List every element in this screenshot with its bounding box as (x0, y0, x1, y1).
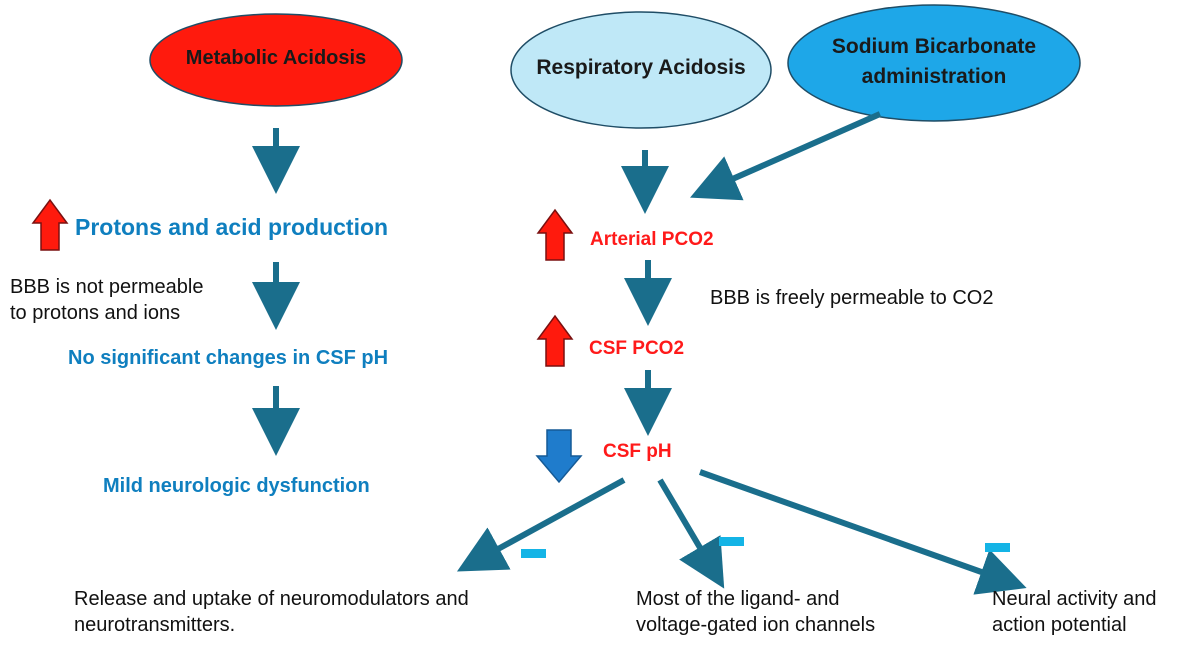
csf-pco2-label: CSF PCO2 (589, 338, 685, 359)
no-changes-csf-ph-label: No significant changes in CSF pH (68, 347, 389, 369)
release-uptake-line1: Release and uptake of neuromodulators an… (74, 588, 469, 610)
minus-icon (985, 543, 1010, 552)
arrow-csf-ph-to-release (456, 477, 626, 572)
sodium-bicarbonate-line1: Sodium Bicarbonate (831, 35, 1037, 58)
mild-dysfunction-label: Mild neurologic dysfunction (103, 475, 370, 497)
increase-arrow-icon (31, 198, 69, 251)
arterial-pco2-label: Arterial PCO2 (590, 229, 714, 250)
ion-channels-label: Most of the ligand- and voltage-gated io… (636, 586, 875, 638)
arrow-bicarbonate-to-arterial (690, 111, 882, 201)
metabolic-acidosis-label: Metabolic Acidosis (185, 47, 367, 69)
neural-activity-line1: Neural activity and (992, 588, 1157, 610)
minus-icon (719, 537, 744, 546)
bbb-not-permeable-line2: to protons and ions (10, 302, 181, 324)
release-uptake-line2: neurotransmitters. (74, 614, 236, 636)
neural-activity-line2: action potential (992, 614, 1127, 636)
arrow-csf-ph-to-ion-channels (657, 478, 725, 589)
sodium-bicarbonate-node (787, 4, 1081, 122)
ion-channels-line2: voltage-gated ion channels (636, 614, 876, 636)
bbb-not-permeable-line1: BBB is not permeable (10, 276, 204, 298)
respiratory-acidosis-node (510, 11, 772, 129)
metabolic-acidosis-node (149, 13, 403, 107)
bbb-not-permeable-label: BBB is not permeable to protons and ions (10, 274, 203, 326)
csf-ph-label: CSF pH (603, 441, 672, 462)
increase-arrow-icon (536, 208, 574, 261)
sodium-bicarbonate-label: Sodium Bicarbonate administration (788, 32, 1080, 92)
ion-channels-line1: Most of the ligand- and (636, 588, 840, 610)
bbb-freely-permeable-label: BBB is freely permeable to CO2 (710, 287, 994, 309)
arrow-csf-ph-to-neural (698, 469, 1027, 595)
respiratory-acidosis-label: Respiratory Acidosis (536, 56, 746, 79)
neural-activity-label: Neural activity and action potential (992, 586, 1157, 638)
increase-arrow-icon (536, 314, 574, 367)
decrease-arrow-icon (535, 429, 583, 484)
protons-acid-label: Protons and acid production (75, 214, 389, 240)
release-uptake-label: Release and uptake of neuromodulators an… (74, 586, 469, 638)
sodium-bicarbonate-line2: administration (861, 65, 1007, 88)
minus-icon (521, 549, 546, 558)
